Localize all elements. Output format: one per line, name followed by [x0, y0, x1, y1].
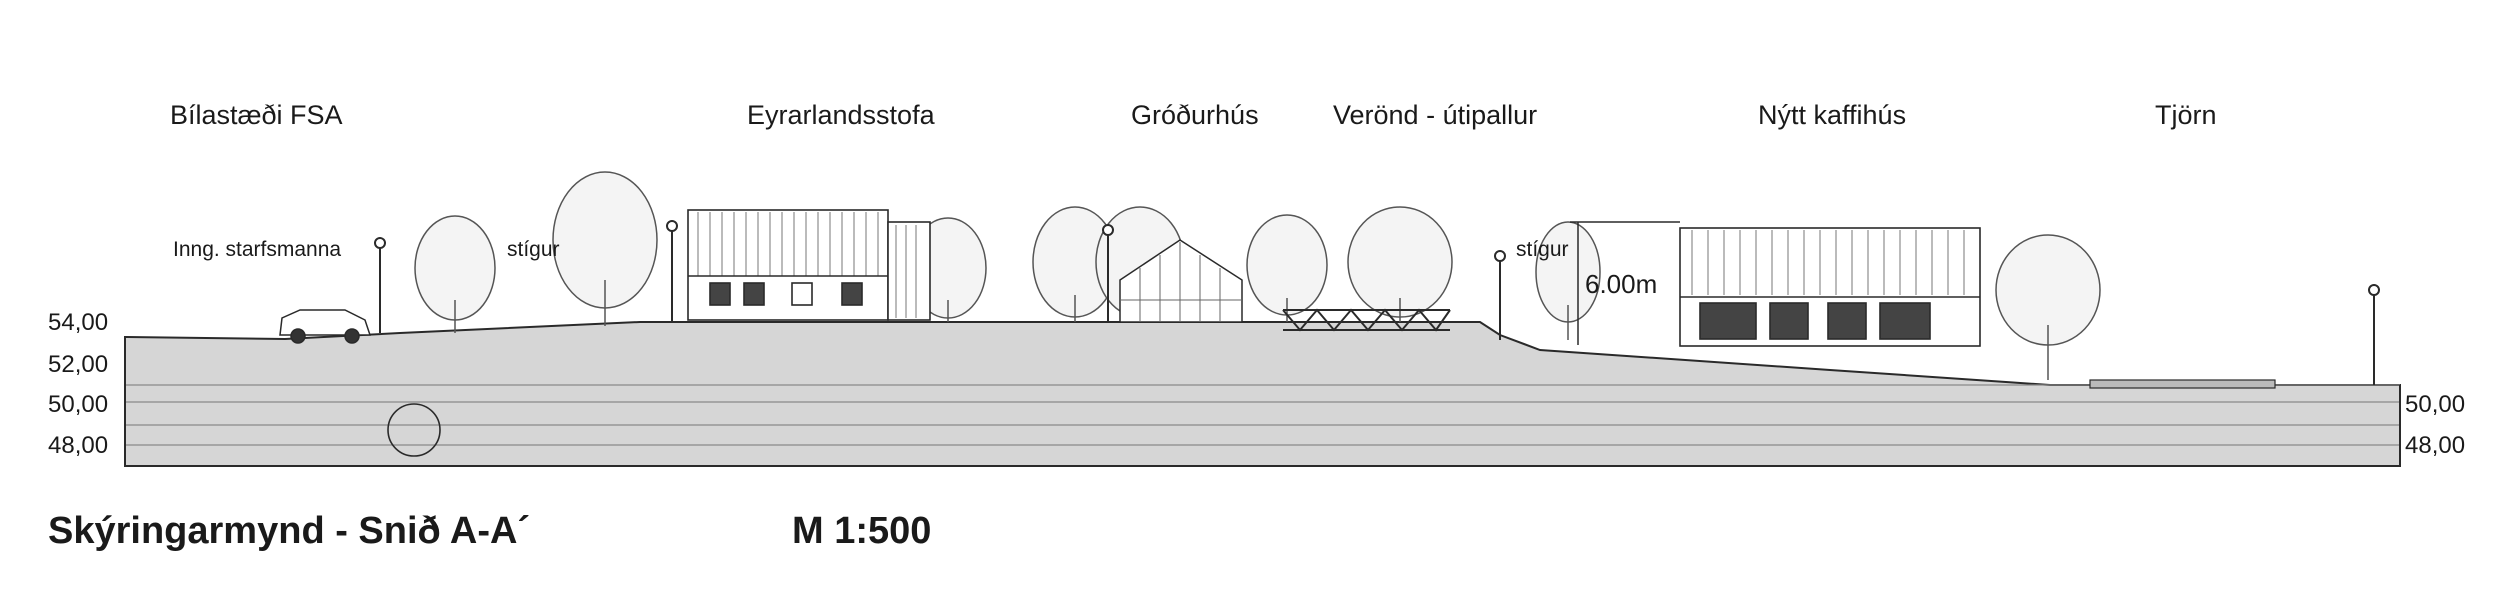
elevation-label: 48,00: [48, 432, 108, 459]
elevations-left: 54,00 52,00 50,00 48,00: [48, 309, 108, 459]
lamp-icon: [666, 220, 678, 322]
elevation-label: 52,00: [48, 351, 108, 378]
eyrarlandsstofa-building: [687, 209, 931, 321]
trees: [414, 171, 2101, 380]
elevation-label: 50,00: [2405, 391, 2465, 418]
zone-label-terrace: Verönd - útipallur: [1333, 100, 1537, 130]
height-dimension-label: 6.00m: [1585, 269, 1657, 299]
zone-label-pond: Tjörn: [2155, 100, 2217, 130]
zone-labels: Bílastæði FSA Eyrarlandsstofa Gróðurhús …: [170, 100, 2217, 130]
lamp-icon: [1494, 250, 1506, 340]
elevation-label: 54,00: [48, 309, 108, 336]
zone-label-cafe: Nýtt kaffihús: [1758, 100, 1906, 130]
annotations: Inng. starfsmanna stígur stígur 6.00m: [173, 238, 1657, 299]
pond: [2089, 379, 2276, 389]
elevation-label: 48,00: [2405, 432, 2465, 459]
lamp-icon: [2368, 284, 2380, 385]
path-label-right: stígur: [1516, 238, 1569, 261]
cafe-building: [1679, 227, 1981, 347]
tree-icon: [1995, 234, 2101, 380]
tree-icon: [552, 171, 658, 326]
height-dimension: [1570, 221, 1680, 345]
terrace-railing: [1282, 308, 1451, 332]
strata-lines: [125, 384, 2400, 446]
lamp-icon: [1102, 224, 1114, 322]
elevation-label: 50,00: [48, 391, 108, 418]
tree-icon: [414, 215, 496, 333]
tree-icon: [1246, 214, 1328, 322]
ground-section: [124, 321, 2401, 467]
lamp-posts: [374, 220, 2380, 385]
car-icon: [279, 309, 372, 344]
zone-label-parking: Bílastæði FSA: [170, 100, 343, 130]
path-label-left: stígur: [507, 238, 560, 261]
drawing-scale: M 1:500: [792, 510, 931, 552]
zone-label-greenhouse: Gróðurhús: [1131, 100, 1259, 130]
elevations-right: 50,00 48,00: [2405, 391, 2465, 459]
zone-label-eyrarlandsstofa: Eyrarlandsstofa: [747, 100, 936, 130]
greenhouse: [1119, 239, 1243, 323]
tree-icon: [1347, 206, 1453, 322]
staff-entrance-label: Inng. starfsmanna: [173, 238, 341, 261]
lamp-icon: [374, 237, 386, 333]
tree-icon: [1535, 221, 1601, 340]
drawing-title: Skýringarmynd - Snið A-A´: [48, 510, 530, 552]
pipe-circle: [387, 403, 441, 457]
